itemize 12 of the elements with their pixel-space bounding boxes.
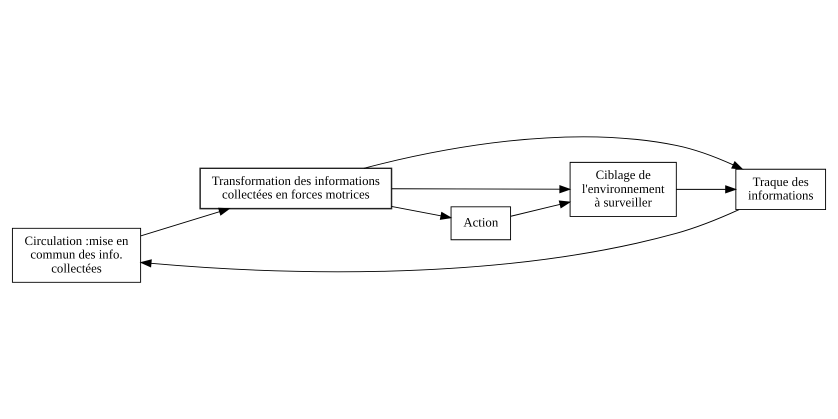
arrow <box>363 136 744 170</box>
node-box: Ciblage de l'environnement à surveiller <box>570 162 677 217</box>
node-box: Traque des informations <box>735 168 826 210</box>
node-box: Circulation :mise en commun des info. collectées <box>12 228 142 283</box>
node-box: Transformation des informations collectées en forces motrices <box>199 168 392 210</box>
arrow <box>510 200 572 217</box>
node-box: Action <box>450 206 512 240</box>
arrow <box>140 208 231 236</box>
arrow <box>391 185 572 194</box>
arrow <box>391 206 452 220</box>
arrow <box>676 185 738 194</box>
arrow <box>140 209 740 272</box>
